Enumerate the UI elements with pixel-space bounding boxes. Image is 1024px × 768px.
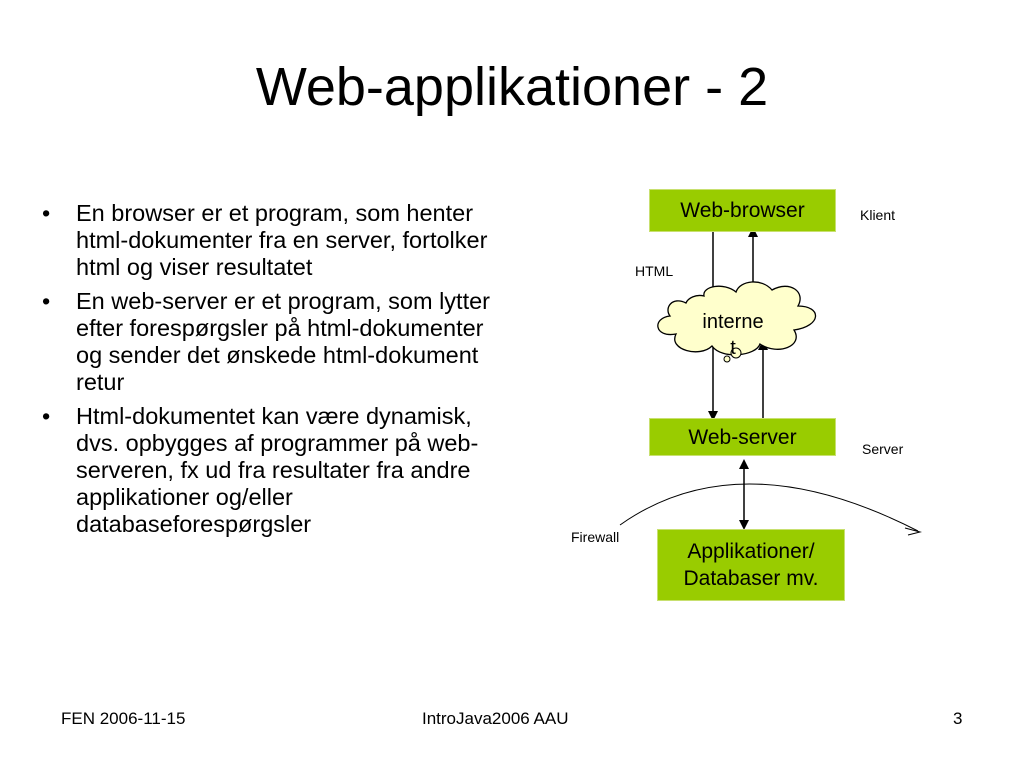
bullet-marker: • xyxy=(42,288,51,314)
firewall-curve-tip xyxy=(904,527,922,536)
bullet-item: • En web-server er et program, som lytte… xyxy=(40,288,510,396)
applications-label-line1: Applikationer/ xyxy=(687,540,815,563)
footer-date: FEN 2006-11-15 xyxy=(61,709,186,728)
web-server-label: Web-server xyxy=(688,425,797,449)
klient-label: Klient xyxy=(860,207,896,223)
web-browser-label: Web-browser xyxy=(680,199,805,222)
bullet-item: • En browser er et program, som henter h… xyxy=(40,200,510,281)
web-browser-box: Web-browser xyxy=(649,189,836,232)
bullet-text: En web-server er et program, som lytter … xyxy=(76,288,490,395)
bullet-item: • Html-dokumentet kan være dynamisk, dvs… xyxy=(40,403,510,538)
page-number: 3 xyxy=(953,709,963,728)
web-server-box: Web-server xyxy=(649,418,836,456)
bullet-marker: • xyxy=(42,200,51,226)
cloud-label-line1: interne xyxy=(702,311,764,333)
bullet-list: • En browser er et program, som henter h… xyxy=(40,200,510,545)
internet-cloud xyxy=(657,281,817,363)
firewall-label: Firewall xyxy=(571,529,620,545)
cloud-label-line2: t xyxy=(730,337,736,359)
server-label: Server xyxy=(862,441,904,457)
bullet-text: En browser er et program, som henter htm… xyxy=(76,200,488,280)
applications-label-line2: Databaser mv. xyxy=(683,567,819,590)
bullet-text: Html-dokumentet kan være dynamisk, dvs. … xyxy=(76,403,479,537)
applications-box: Applikationer/ Databaser mv. xyxy=(657,529,845,601)
html-label: HTML xyxy=(635,263,674,279)
bullet-marker: • xyxy=(42,403,51,429)
firewall-curve xyxy=(619,483,919,532)
internet-cloud-label: interne t xyxy=(683,309,783,361)
footer-course: IntroJava2006 AAU xyxy=(422,709,569,728)
slide-title: Web-applikationer - 2 xyxy=(255,57,769,117)
